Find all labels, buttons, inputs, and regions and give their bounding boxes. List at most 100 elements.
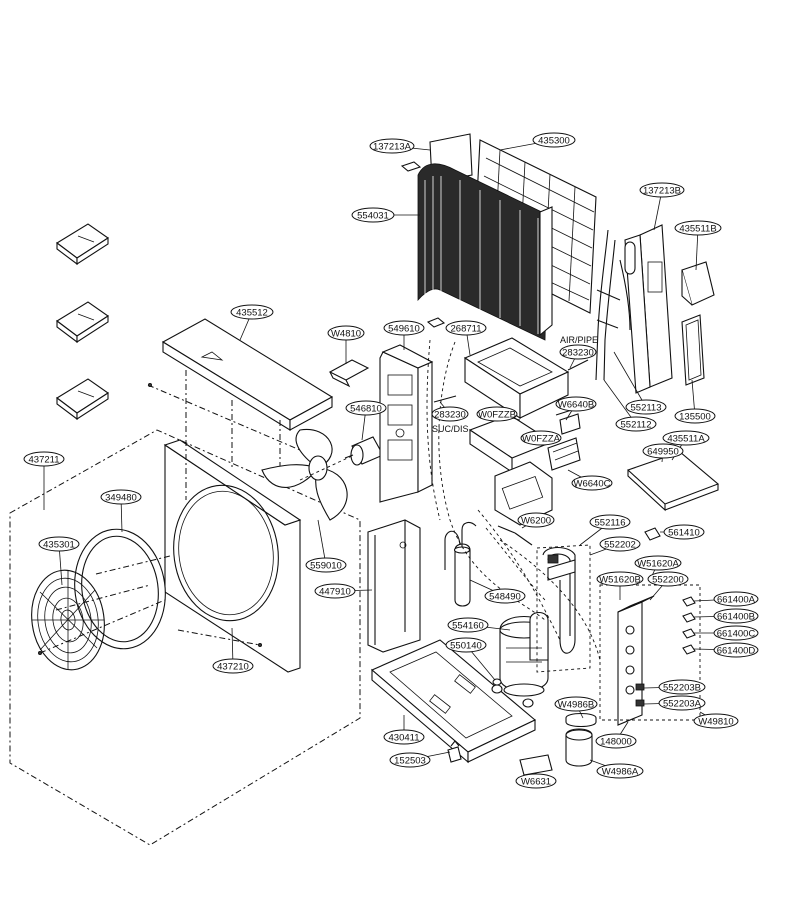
part-label-552116: 552116: [589, 514, 631, 530]
condenser-coil: [417, 163, 553, 341]
part-label-435512: 435512: [230, 304, 274, 320]
part-label-549610: 549610: [383, 320, 425, 336]
service-valves: [617, 595, 655, 726]
valve-cover: [681, 261, 715, 306]
part-label-552112: 552112: [615, 416, 657, 432]
cover-plate: [626, 451, 720, 512]
part-number-text: 435300: [538, 135, 570, 146]
air-pipe-text: AIR/PIPE: [560, 335, 598, 345]
part-label-552113: 552113: [625, 399, 667, 415]
front-assembly-group-outline: [9, 429, 361, 846]
part-number-text: 430411: [389, 732, 420, 743]
part-number-text: 649950: [647, 446, 679, 457]
side-panel: [367, 519, 421, 653]
manual-booklet-2: [56, 301, 109, 344]
part-label-W4986B: W4986B: [554, 696, 598, 712]
part-number-text: 552113: [631, 402, 662, 413]
part-label-283230A: 283230: [559, 344, 597, 360]
handle-panel: [681, 314, 705, 386]
top-panel: [161, 318, 334, 431]
part-number-text: 546810: [350, 403, 382, 414]
part-label-W49810: W49810: [693, 713, 739, 729]
part-labels: 137213A 435300 554031 137213B 435511B 435512W…: [23, 132, 759, 789]
part-number-text: 447910: [319, 586, 351, 597]
manual-booklet-3: [56, 378, 109, 421]
part-label-W4986A: W4986A: [596, 763, 644, 779]
wire-harness-bits: [433, 359, 589, 546]
part-number-text: 554031: [357, 210, 389, 221]
part-number-text: 552203A: [663, 698, 702, 709]
part-number-text: W6640C: [574, 478, 611, 489]
part-number-text: 552203B: [663, 682, 701, 693]
part-label-437210: 437210: [212, 658, 254, 674]
part-label-152503: 152503: [389, 752, 431, 768]
part-number-text: 552112: [621, 419, 652, 430]
suc-dis-text: SUC/DIS: [432, 424, 469, 434]
part-label-552200: 552200: [647, 571, 689, 587]
part-label-430411: 430411: [383, 729, 425, 745]
part-label-148000: 148000: [595, 733, 637, 749]
valve-caps: [682, 596, 696, 655]
base-pan: [370, 639, 537, 764]
compressor-sound-jacket: [565, 712, 597, 767]
part-number-text: 137213A: [373, 141, 412, 152]
part-label-283230B: 283230: [431, 406, 469, 422]
part-number-text: W4810: [331, 328, 361, 339]
leader-552113: [613, 351, 647, 408]
part-label-W0FZZB: W0FZZB: [476, 406, 518, 422]
part-label-435300: 435300: [532, 132, 576, 148]
orifice-ring: [74, 528, 166, 650]
manual-booklet-1: [56, 223, 109, 266]
part-number-text: W51620A: [637, 558, 679, 569]
leader-552112: [603, 379, 637, 425]
clip-part: [328, 359, 370, 388]
part-label-W6640C: W6640C: [571, 475, 613, 491]
part-label-548490: 548490: [484, 588, 526, 604]
part-number-text: 283230: [562, 347, 594, 358]
part-number-text: 548490: [489, 591, 521, 602]
part-number-text: 552116: [595, 517, 626, 528]
motor-mount-bracket: [379, 344, 434, 503]
part-number-text: 437210: [217, 661, 249, 672]
part-number-text: 661400D: [717, 645, 756, 656]
terminal-blocks: [547, 413, 581, 471]
part-number-text: 135500: [679, 411, 711, 422]
part-number-text: 661400B: [717, 611, 755, 622]
part-number-text: W4986A: [602, 766, 639, 777]
part-number-text: W6640B: [558, 399, 594, 410]
part-label-552203A: 552203A: [658, 695, 706, 711]
part-label-554031: 554031: [351, 207, 395, 223]
part-number-text: 152503: [394, 755, 426, 766]
small-clip-part-2: [426, 317, 446, 328]
part-label-435511B: 435511B: [674, 220, 722, 236]
part-label-435511A: 435511A: [662, 430, 710, 446]
small-connector: [644, 527, 661, 541]
part-number-text: 349480: [105, 492, 137, 503]
small-block-part: [400, 161, 422, 172]
manual-booklets: [56, 223, 109, 421]
part-label-135500: 135500: [674, 408, 716, 424]
compressor: [499, 611, 549, 697]
part-number-text: W51620B: [599, 574, 641, 585]
part-number-text: 561410: [668, 527, 700, 538]
part-number-text: W0FZZA: [522, 433, 561, 444]
part-label-649950: 649950: [642, 443, 684, 459]
part-label-550140: 550140: [445, 637, 487, 653]
part-label-661400C: 661400C: [713, 625, 759, 641]
part-label-W6200: W6200: [517, 512, 555, 528]
part-number-text: 268711: [451, 323, 482, 334]
reversing-valve-assembly: [542, 546, 576, 654]
part-number-text: 559010: [310, 560, 342, 571]
part-number-text: 435512: [236, 307, 268, 318]
part-number-text: W0FZZB: [478, 409, 516, 420]
part-label-559010: 559010: [305, 557, 347, 573]
front-panel-cabinet: [163, 439, 302, 673]
part-label-268711: 268711: [445, 320, 487, 336]
part-label-137213A: 137213A: [369, 138, 415, 154]
part-number-text: 137213B: [643, 185, 681, 196]
part-number-text: W4986B: [558, 699, 594, 710]
part-label-561410: 561410: [663, 524, 705, 540]
side-panel-right: [624, 224, 673, 394]
part-label-554160: 554160: [447, 617, 489, 633]
